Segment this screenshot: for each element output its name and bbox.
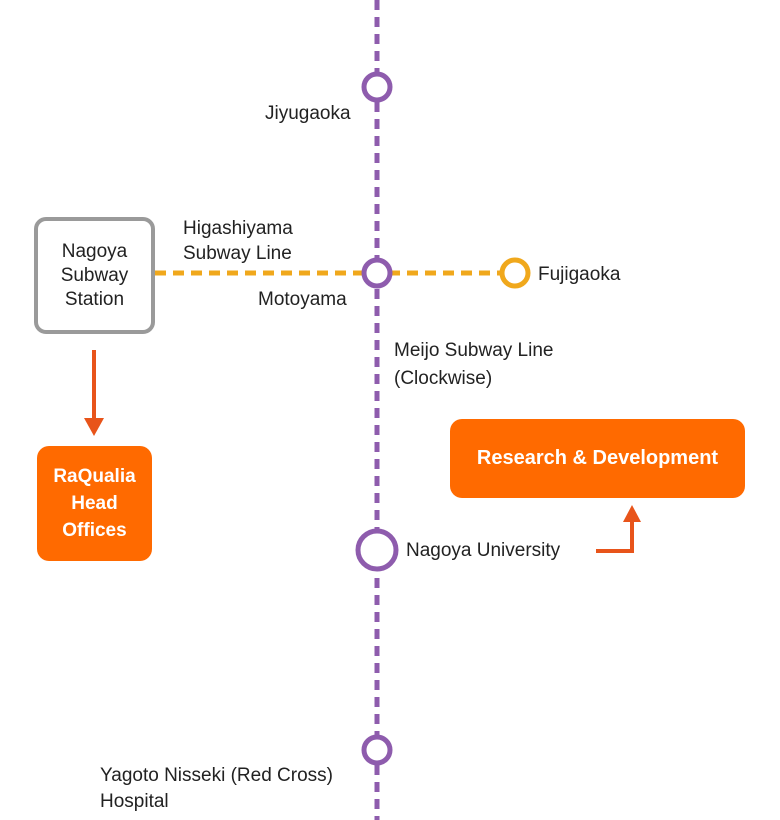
research-development-box[interactable]: Research & Development: [450, 419, 745, 498]
yagoto-nisseki-station-marker[interactable]: [361, 734, 393, 766]
fujigaoka-station-marker[interactable]: [499, 257, 531, 289]
arrow-down-icon: [84, 350, 104, 436]
arrow-up-icon: [596, 505, 641, 553]
jiyugaoka-station-marker[interactable]: [361, 71, 393, 103]
higashiyama-line-label: Higashiyama Subway Line: [183, 218, 293, 264]
fujigaoka-label: Fujigaoka: [538, 264, 621, 285]
yagoto-nisseki-label: Yagoto Nisseki (Red Cross) Hospital: [100, 765, 334, 812]
nagoya-subway-station-box[interactable]: Nagoya Subway Station: [34, 217, 155, 334]
nagoya-university-label: Nagoya University: [406, 540, 561, 561]
nagoya-university-station-marker[interactable]: [355, 528, 399, 572]
meijo-line-label: Meijo Subway Line (Clockwise): [394, 340, 554, 389]
motoyama-label: Motoyama: [258, 289, 347, 310]
jiyugaoka-label: Jiyugaoka: [265, 103, 351, 124]
motoyama-station-marker[interactable]: [361, 257, 393, 289]
raqualia-head-offices-box[interactable]: RaQualia Head Offices: [37, 446, 152, 561]
